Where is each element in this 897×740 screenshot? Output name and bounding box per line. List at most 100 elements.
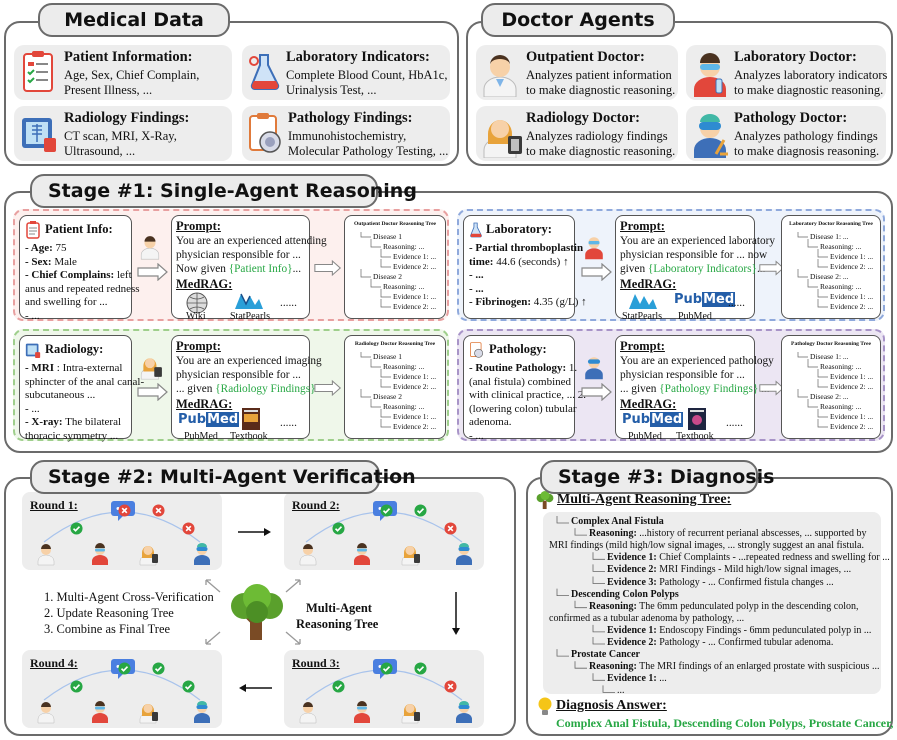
info-line: - Chief Complains: left (25, 269, 133, 283)
radiology-findings-title: Radiology Findings: (64, 110, 190, 126)
tree-connector (380, 249, 391, 258)
prompt-line-text: ... given (620, 383, 660, 395)
medical-data-title: Medical Data (38, 3, 230, 37)
prompt-variable: {Laboratory Indicators} (647, 263, 757, 275)
tree-connector (817, 369, 828, 378)
info-line-text: subcutaneous ... (25, 389, 96, 402)
round-label: Round 2: (292, 498, 340, 512)
pubmed-logo-icon: PubMed (622, 412, 684, 427)
cross-mark-icon (118, 504, 131, 517)
laboratory-doctor-avatar-icon (694, 53, 726, 97)
final-tree-text: Pathology - ... Confirmed tubular adenom… (656, 637, 834, 648)
diagonal-arrows-icon (205, 579, 301, 645)
cross-mark-icon (444, 522, 457, 535)
lab-info-heading: Laboratory: (486, 222, 552, 236)
pathology-doctor-avatar-icon (694, 114, 728, 158)
pubmed-logo-icon: PubMed (178, 412, 240, 427)
info-line-label: - ... (469, 269, 484, 282)
outpatient-doctor-card: Outpatient Doctor: Analyzes patient info… (476, 45, 678, 100)
prompt-line: physician responsible for ... (176, 369, 301, 381)
laboratory-doctor-line: to make diagnostic reasoning. (734, 83, 884, 97)
final-tree-connector (574, 600, 587, 609)
radiology-doctor-line: Analyzes radiology findings (526, 129, 668, 143)
prompt-line: You are an experienced attending (176, 235, 327, 247)
radiology-doctor-mini-icon (140, 358, 162, 380)
prompt-line: You are an experienced laboratory (620, 235, 776, 247)
final-tree-connector (574, 528, 587, 536)
pathology-findings-card: Pathology Findings: Immunohistochemistry… (242, 106, 450, 161)
final-tree-connector (556, 516, 569, 524)
agent-avatar-icon (37, 544, 55, 566)
tree-node: Evidence 1: ... (393, 292, 437, 301)
prompt-variable: {Radiology Findings} (215, 383, 316, 395)
more-ellipsis: ...... (280, 297, 297, 309)
medrag-label: MedRAG: (620, 397, 677, 411)
check-mark-icon (152, 662, 165, 675)
tree-connector (360, 389, 371, 398)
tree-node: Reasoning: ... (820, 362, 862, 371)
tree-title: Pathology Doctor Reasoning Tree (791, 341, 871, 347)
tree-connector (807, 399, 818, 408)
arrow-right-icon (137, 383, 168, 401)
tree-connector (360, 352, 371, 358)
prompt-line: You are an experienced imaging (176, 355, 322, 367)
final-tree-node: Evidence 3: Pathology - ... Confirmed fi… (607, 577, 834, 589)
radiology-findings-line: CT scan, MRI, X-Ray, (64, 129, 177, 143)
microscope-slide-icon (249, 113, 281, 153)
radiology-doctor-card: Radiology Doctor: Analyzes radiology fin… (476, 106, 678, 161)
tree-node: Reasoning: ... (383, 402, 425, 411)
tree-node: Evidence 1: ... (830, 412, 874, 421)
prompt-tail: ... (292, 263, 302, 275)
info-line-label: - ... (469, 282, 484, 295)
tree-node: Disease 2 (373, 392, 402, 401)
info-line-text: anus and repeated redness (25, 282, 140, 295)
tree-connector (817, 289, 828, 298)
tree-connector (797, 269, 808, 278)
cross-mark-icon (444, 680, 457, 693)
outpatient-doctor-line: Analyzes patient information (526, 68, 672, 82)
tree-title: Radiology Doctor Reasoning Tree (354, 341, 436, 347)
arrow-right-icon (238, 528, 271, 536)
final-tree-text: Pathology - ... Confirmed fistula change… (656, 576, 834, 588)
info-line: - X-ray: The bilateral (25, 416, 133, 430)
tree-connector (807, 279, 818, 288)
final-tree-connector (602, 685, 615, 693)
final-tree-connector (592, 552, 605, 560)
tree-node: Reasoning: ... (383, 282, 425, 291)
pathology-info-box: Pathology: - Routine Pathology: 1.(anal … (463, 335, 586, 442)
tree-node: Evidence 1: ... (393, 412, 437, 421)
prompt-variable: {Patient Info} (228, 263, 293, 275)
stage3-title: Stage #3: Diagnosis (540, 460, 774, 494)
pathology-prompt-box: Prompt: You are an experienced pathology… (615, 335, 774, 442)
laboratory-indicators-line: Complete Blood Count, HbA1c, (286, 68, 448, 82)
source-label: Textbook (676, 431, 714, 442)
final-tree-node: Evidence 1: Chief Complaints - ...repeat… (607, 552, 890, 564)
final-tree-label: Descending Colon Polyps (571, 588, 679, 600)
final-tree-text: ... (656, 673, 667, 685)
check-mark-icon (414, 662, 427, 675)
more-ellipsis: ...... (728, 297, 745, 309)
info-line-text: left (114, 269, 132, 282)
agent-avatar-icon (456, 543, 472, 565)
final-tree-text: ...history of recurrent perianal abscess… (636, 528, 867, 540)
patient-stage-area: Patient Info: - Age: 75- Sex: Male- Chie… (13, 209, 449, 322)
agent-avatar-icon (37, 702, 55, 724)
prompt-line: ... given {Pathology Findings} ... (620, 382, 770, 396)
tree-node: Evidence 2: ... (393, 422, 437, 431)
arrow-right-icon (759, 380, 785, 396)
final-tree-text: The MRI findings of an enlarged prostate… (636, 661, 880, 673)
radiology-doctor-line: to make diagnostic reasoning. (526, 144, 676, 158)
agent-avatar-icon (194, 543, 210, 565)
arrow-left-icon (239, 684, 272, 692)
info-line-text: with clinical practice, ... 2. (469, 389, 586, 402)
medrag-label: MedRAG: (620, 277, 677, 291)
tree-connector (380, 259, 391, 268)
final-tree-text: MRI findings (mild high/low signal image… (549, 540, 864, 552)
lab-tree-box: Laboratory Doctor Reasoning Tree Disease… (781, 215, 881, 319)
step-line: 3. Combine as Final Tree (44, 622, 171, 636)
final-tree-label: Evidence 1: (607, 624, 657, 636)
info-line-label: - Chief Complains: (25, 269, 115, 282)
radiology-findings-card: Radiology Findings: CT scan, MRI, X-Ray,… (14, 106, 232, 161)
laboratory-indicators-card: Laboratory Indicators: Complete Blood Co… (242, 45, 450, 100)
